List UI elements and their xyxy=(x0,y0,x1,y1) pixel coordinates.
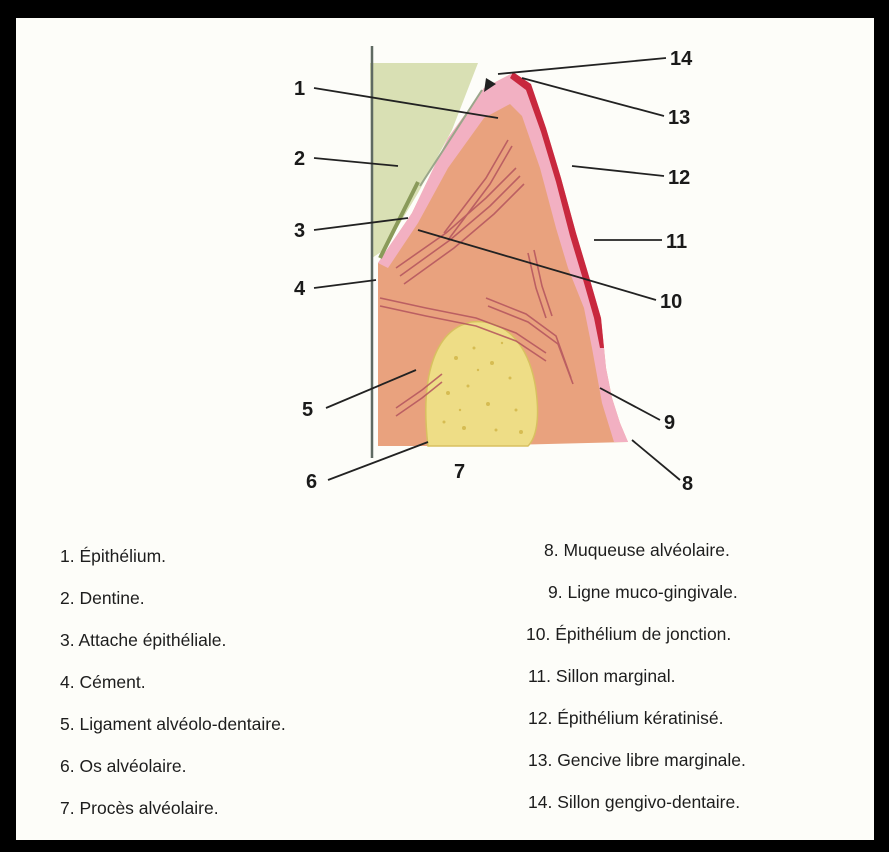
legend-item: 9. Ligne muco-gingivale. xyxy=(548,582,738,603)
legend-item: 2. Dentine. xyxy=(60,588,145,609)
legend-item: 14. Sillon gengivo-dentaire. xyxy=(528,792,740,813)
marker-4: 4 xyxy=(294,278,306,300)
legend-item: 6. Os alvéolaire. xyxy=(60,756,186,777)
legend-left: 1. Épithélium. 2. Dentine. 3. Attache ép… xyxy=(60,546,440,836)
legend-item: 5. Ligament alvéolo-dentaire. xyxy=(60,714,286,735)
marker-14: 14 xyxy=(670,48,693,70)
marker-7: 7 xyxy=(454,461,465,483)
legend-right: 8. Muqueuse alvéolaire. 9. Ligne muco-gi… xyxy=(526,540,866,836)
legend-item: 3. Attache épithéliale. xyxy=(60,630,226,651)
marker-13: 13 xyxy=(668,107,690,129)
legend-item: 1. Épithélium. xyxy=(60,546,166,567)
marker-10: 10 xyxy=(660,291,682,313)
marker-8: 8 xyxy=(682,473,693,495)
legend-item: 8. Muqueuse alvéolaire. xyxy=(544,540,730,561)
image-frame: 1 2 3 4 5 6 7 8 9 10 11 12 13 14 1. Épit… xyxy=(4,4,885,848)
marker-5: 5 xyxy=(302,399,313,421)
marker-6: 6 xyxy=(306,471,317,493)
marker-9: 9 xyxy=(664,412,675,434)
gingiva-diagram: 1 2 3 4 5 6 7 8 9 10 11 12 13 14 xyxy=(16,18,874,518)
legend-item: 7. Procès alvéolaire. xyxy=(60,798,219,819)
legend-item: 4. Cément. xyxy=(60,672,146,693)
marker-2: 2 xyxy=(294,148,305,170)
legend-item: 13. Gencive libre marginale. xyxy=(528,750,746,771)
marker-11: 11 xyxy=(666,231,687,253)
figure-panel: 1 2 3 4 5 6 7 8 9 10 11 12 13 14 1. Épit… xyxy=(16,18,874,840)
legend-item: 12. Épithélium kératinisé. xyxy=(528,708,724,729)
legend-item: 11. Sillon marginal. xyxy=(528,666,676,687)
marker-12: 12 xyxy=(668,167,690,189)
marker-3: 3 xyxy=(294,220,305,242)
marker-1: 1 xyxy=(294,78,305,100)
legend-item: 10. Épithélium de jonction. xyxy=(526,624,731,645)
